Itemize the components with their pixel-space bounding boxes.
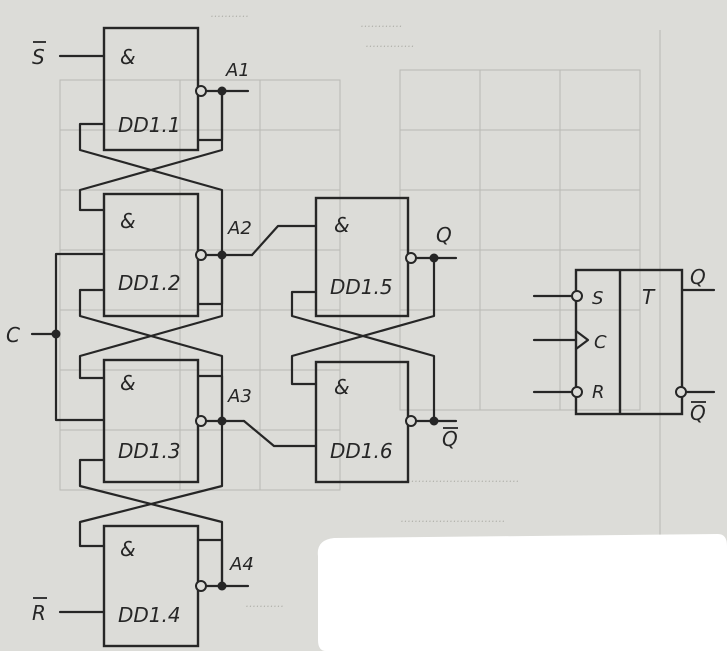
node-label-a3: A3	[227, 386, 252, 407]
symbol-pin-s: S	[592, 288, 603, 309]
gate-op-label: &	[120, 45, 136, 69]
node-label-a2: A2	[227, 218, 252, 239]
bubble-r-pin	[571, 386, 583, 398]
svg-text:············: ············	[360, 20, 402, 33]
node-label-a1: A1	[225, 60, 250, 81]
gate-dd1-3	[102, 358, 200, 484]
gate-name-label: DD1.5	[330, 275, 393, 299]
clock-edge-marker	[574, 329, 590, 351]
flipflop-symbol: S C R T Q Q	[532, 265, 716, 425]
bubble-dd1-6	[405, 415, 417, 427]
gate-name-label: DD1.3	[118, 439, 181, 463]
gate-name-label: DD1.1	[118, 113, 181, 137]
svg-text:···········: ···········	[245, 600, 283, 613]
bubble-dd1-2	[195, 249, 207, 261]
gate-name-label: DD1.4	[118, 603, 181, 627]
gate-op-label: &	[120, 371, 136, 395]
symbol-type-label: T	[642, 285, 656, 309]
gate-name-label: DD1.2	[118, 271, 181, 295]
symbol-output-q-bar: Q	[690, 401, 706, 425]
bubble-dd1-1	[195, 85, 207, 97]
gate-op-label: &	[334, 375, 350, 399]
output-q-bar-label: Q	[442, 427, 458, 451]
gate-op-label: &	[120, 537, 136, 561]
symbol-output-q: Q	[690, 265, 706, 289]
gate-dd1-4	[102, 524, 200, 648]
input-r-bar-label: R	[32, 601, 46, 625]
output-q-label: Q	[436, 223, 452, 247]
node-label-a4: A4	[229, 554, 254, 575]
symbol-pin-r: R	[592, 382, 605, 403]
bubble-dd1-3	[195, 415, 207, 427]
input-s-bar-label: S	[32, 45, 45, 69]
junction-dots	[51, 86, 439, 591]
gate-op-label: &	[334, 213, 350, 237]
gate-op-label: &	[120, 209, 136, 233]
svg-text:······························: ······························	[400, 515, 505, 528]
bubble-s-pin	[571, 290, 583, 302]
svg-text:··············: ··············	[365, 40, 414, 53]
wiring	[30, 54, 458, 614]
bubble-q-bar-out	[675, 386, 687, 398]
bubble-dd1-5	[405, 252, 417, 264]
bubble-dd1-4	[195, 580, 207, 592]
svg-text:···········: ···········	[210, 10, 248, 23]
input-c-label: C	[6, 323, 20, 347]
gate-name-label: DD1.6	[330, 439, 393, 463]
svg-text:······························: ··································	[400, 475, 519, 488]
white-sticker	[317, 534, 727, 651]
gate-dd1-2	[102, 192, 200, 318]
symbol-pin-c: C	[594, 332, 607, 353]
gate-dd1-6	[314, 360, 410, 484]
